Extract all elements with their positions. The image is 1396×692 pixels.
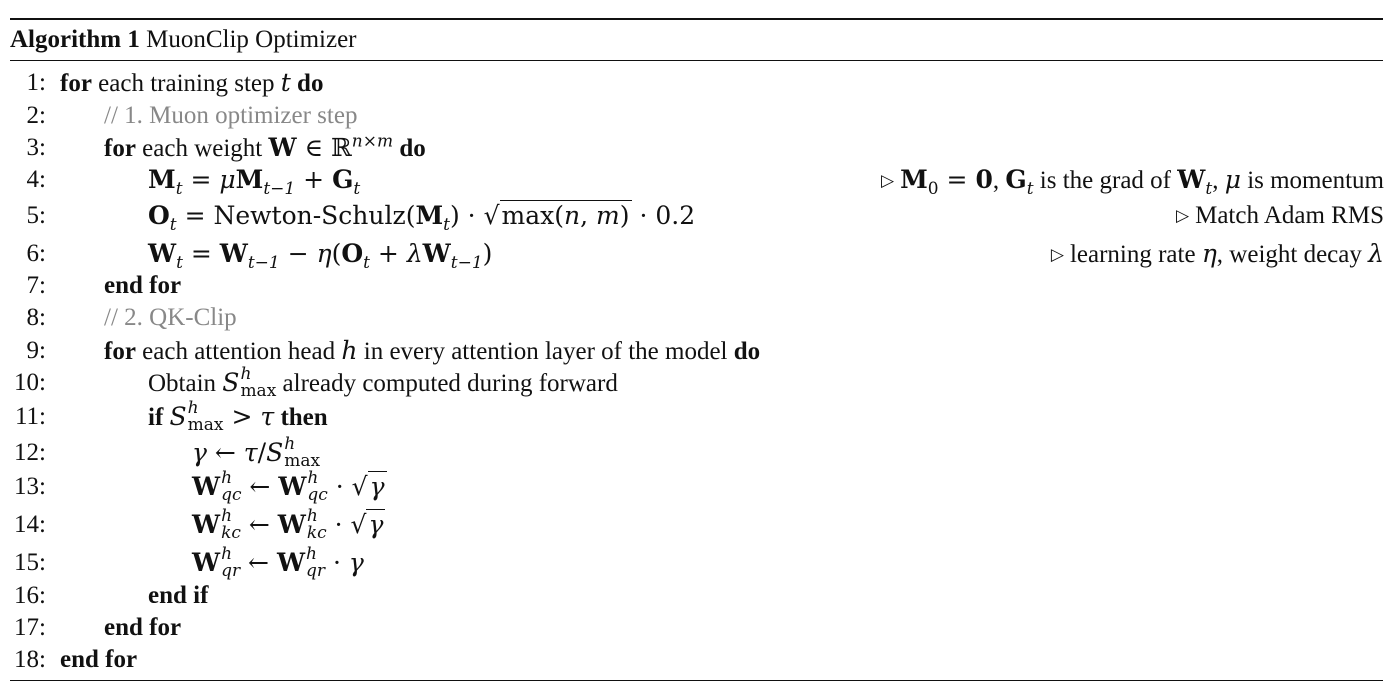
triangle-icon: ▷ bbox=[1050, 245, 1064, 264]
line-body: for each weight W ∈ ℝn×m do bbox=[104, 132, 426, 165]
line-number: 11: bbox=[14, 403, 46, 430]
algorithm-line-9: 9: for each attention head h in every at… bbox=[0, 335, 1384, 367]
line-text: already computed during forward bbox=[276, 370, 618, 397]
line-text: each attention head bbox=[135, 338, 342, 365]
algorithm-line-8: 8: // 2. QK-Clip bbox=[0, 302, 1384, 334]
algorithm-line-5: 5: Ot = Newton-Schulz(Mt) · √max(n, m) ·… bbox=[0, 200, 1384, 235]
line-text: Obtain bbox=[148, 370, 223, 397]
algorithm-label: Algorithm 1 bbox=[10, 26, 140, 53]
keyword-for: for bbox=[104, 338, 136, 365]
end-if: end if bbox=[148, 582, 209, 609]
algorithm-line-18: 18: end for bbox=[0, 644, 1384, 676]
line-number: 15: bbox=[14, 549, 46, 576]
algorithm-name: MuonClip Optimizer bbox=[146, 26, 357, 53]
line-number: 13: bbox=[14, 473, 46, 500]
algorithm-line-3: 3: for each weight W ∈ ℝn×m do bbox=[0, 132, 1384, 164]
math-expression: Ot = Newton-Schulz(Mt) · √max(n, m) · 0.… bbox=[148, 200, 696, 235]
title-rule bbox=[10, 60, 1383, 61]
line-number: 8: bbox=[26, 304, 46, 331]
math-var: h bbox=[341, 336, 358, 365]
triangle-icon: ▷ bbox=[881, 171, 895, 190]
algorithm-line-16: 16: end if bbox=[0, 580, 1384, 612]
line-number: 12: bbox=[14, 439, 46, 466]
line-number: 2: bbox=[26, 102, 46, 129]
keyword-do: do bbox=[399, 135, 426, 162]
line-number: 7: bbox=[26, 272, 46, 299]
line-number: 10: bbox=[14, 369, 46, 396]
math-expression: Mt = μMt−1 + Gt bbox=[148, 165, 361, 199]
math-expression: Wt = Wt−1 − η(Ot + λWt−1) bbox=[148, 239, 493, 273]
end-for: end for bbox=[104, 614, 182, 641]
line-body: for each attention head h in every atten… bbox=[104, 335, 760, 368]
line-number: 18: bbox=[14, 646, 46, 673]
end-for: end for bbox=[104, 272, 182, 299]
comment-text: // 1. Muon optimizer step bbox=[104, 102, 358, 129]
keyword-do: do bbox=[733, 338, 761, 365]
algorithm-line-1: 1: for each training step t do bbox=[0, 67, 1384, 99]
algorithm-line-17: 17: end for bbox=[0, 612, 1384, 644]
triangle-icon: ▷ bbox=[1176, 206, 1190, 225]
line-number: 5: bbox=[26, 202, 46, 229]
algorithm-title: Algorithm 1 MuonClip Optimizer bbox=[10, 24, 357, 56]
keyword-for: for bbox=[60, 70, 92, 97]
line-text: in every attention layer of the model bbox=[357, 338, 734, 365]
algorithm-line-7: 7: end for bbox=[0, 270, 1384, 302]
top-rule bbox=[10, 18, 1383, 20]
line-number: 3: bbox=[26, 134, 46, 161]
line-comment: ▷learning rate η, weight decay λ bbox=[1050, 239, 1384, 268]
line-number: 1: bbox=[26, 69, 46, 96]
line-number: 16: bbox=[14, 582, 46, 609]
line-text: each training step bbox=[91, 70, 281, 97]
bottom-rule bbox=[10, 680, 1383, 681]
line-number: 14: bbox=[14, 511, 46, 538]
algorithm-line-2: 2: // 1. Muon optimizer step bbox=[0, 100, 1384, 132]
end-for: end for bbox=[60, 646, 138, 673]
line-body: for each training step t do bbox=[60, 67, 323, 100]
math-expression: W ∈ ℝn×m bbox=[268, 131, 394, 162]
keyword-for: for bbox=[104, 135, 136, 162]
line-comment: ▷M0 = 0, Gt is the grad of Wt, μ is mome… bbox=[881, 165, 1384, 199]
line-number: 9: bbox=[26, 337, 46, 364]
math-var: t bbox=[280, 68, 291, 97]
keyword-then: then bbox=[280, 404, 328, 431]
line-number: 6: bbox=[26, 240, 46, 267]
line-number: 17: bbox=[14, 614, 46, 641]
algorithm-line-4: 4: Mt = μMt−1 + Gt ▷M0 = 0, Gt is the gr… bbox=[0, 164, 1384, 199]
comment-text: // 2. QK-Clip bbox=[104, 304, 237, 331]
keyword-do: do bbox=[290, 70, 324, 97]
keyword-if: if bbox=[148, 404, 164, 431]
algorithm-line-6: 6: Wt = Wt−1 − η(Ot + λWt−1) ▷learning r… bbox=[0, 238, 1384, 273]
line-comment: ▷Match Adam RMS bbox=[1176, 202, 1384, 229]
line-number: 4: bbox=[26, 166, 46, 193]
line-text: each weight bbox=[135, 135, 269, 162]
